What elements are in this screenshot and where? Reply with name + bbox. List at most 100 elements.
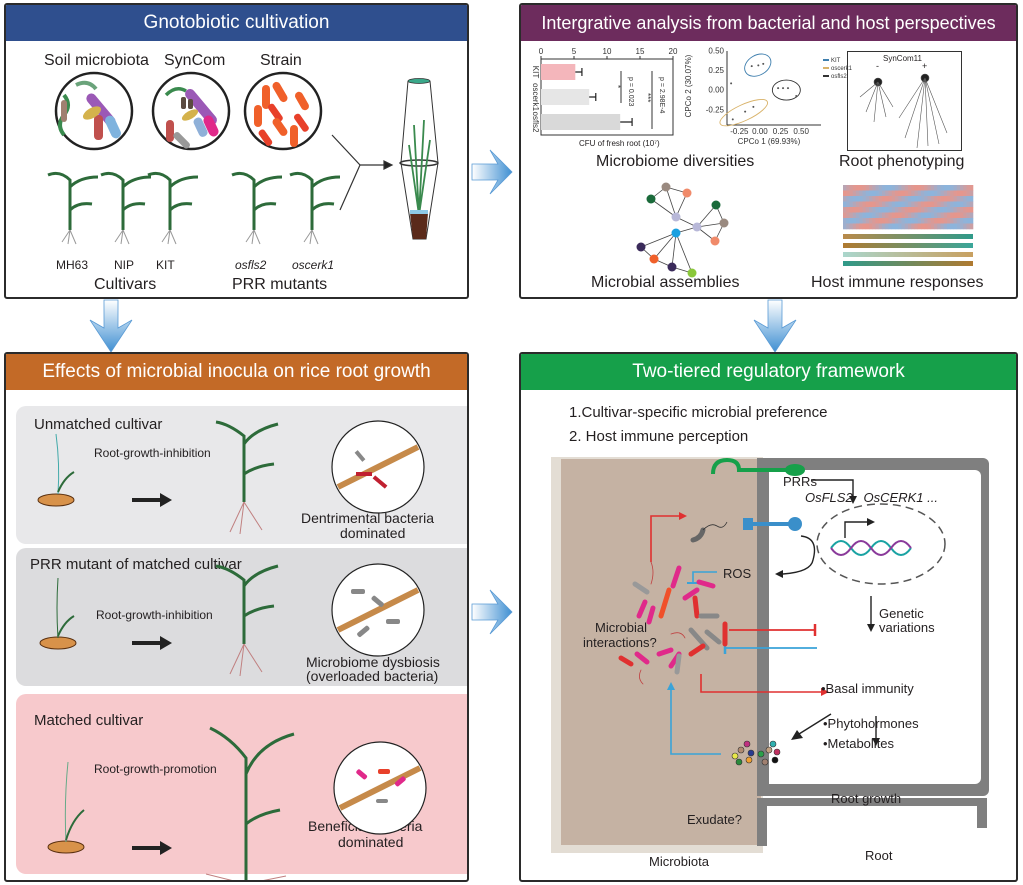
heatmap-cell [888, 212, 893, 219]
heatmap-cell [963, 201, 967, 208]
heatmap-cell [930, 207, 935, 213]
heatmap-cell [904, 196, 909, 202]
heatmap-cell [898, 223, 902, 230]
heatmap-cell [917, 196, 922, 202]
category-label: osfls2 [531, 112, 540, 133]
heatmap-cell [937, 218, 941, 224]
heatmap-cell [966, 218, 971, 224]
x-tick-label: 0.50 [793, 127, 809, 136]
cultivar-label-mh63: MH63 [56, 258, 89, 272]
blue-arrow-exudate [670, 690, 721, 755]
heatmap-cell [960, 212, 964, 219]
heatmap-cell [869, 218, 873, 224]
heatmap-cell [859, 190, 863, 197]
network-edge [665, 186, 677, 218]
heatmap-cell [917, 190, 922, 197]
heatmap-cell [904, 212, 909, 219]
root-label: Root [865, 848, 893, 863]
heatmap-cell [872, 223, 876, 230]
heatmap-cell [843, 201, 847, 208]
network-node [711, 200, 721, 210]
arrow-down-left [89, 299, 133, 353]
heatmap-cell [914, 207, 919, 213]
row-outcome-2: dominated [340, 525, 406, 541]
heatmap-cell [875, 190, 880, 197]
plant-icons [47, 171, 341, 245]
heatmap-cell [914, 185, 919, 191]
heatmap-cell [895, 190, 899, 197]
heatmap-cell [921, 212, 925, 219]
heatmap-cell [953, 212, 958, 219]
heatmap-cell [869, 223, 873, 230]
heatmap-cell [904, 223, 909, 230]
heatmap-cell [911, 218, 915, 224]
heatmap-cell [934, 196, 938, 202]
heatmap-cell [895, 223, 899, 230]
bar [541, 64, 576, 80]
heatmap-cell [882, 212, 886, 219]
heatmap-cell [924, 207, 928, 213]
heatmap-cell [960, 185, 964, 191]
heatmap-cell [895, 207, 899, 213]
heatmap-cell [940, 218, 945, 224]
heatmap-cell [849, 223, 854, 230]
heatmap-cell [917, 185, 922, 191]
heatmap-cell [960, 196, 964, 202]
heatmap-cell [878, 218, 883, 224]
soil-microbiota-circle [54, 71, 134, 151]
heatmap-cell [885, 207, 889, 213]
heatmap-cell [969, 207, 974, 213]
heatmap-cell [901, 212, 906, 219]
heatmap-cell [943, 223, 948, 230]
heatmap-cell [865, 201, 870, 208]
heatmap-cell [956, 212, 961, 219]
heatmap-cell [930, 185, 935, 191]
heatmap-cell [911, 207, 915, 213]
x-tick-label: 0 [539, 47, 544, 56]
heatmap-cell [849, 190, 854, 197]
heatmap-cell [914, 218, 919, 224]
heatmap-cell [885, 223, 889, 230]
heatmap-cell [901, 190, 906, 197]
heatmap-cell [898, 207, 902, 213]
bar-xlabel: CFU of fresh root (10⁷) [579, 139, 660, 148]
heatmap-cell [856, 196, 860, 202]
heatmap-cell [960, 223, 964, 230]
heatmap-cell [869, 207, 873, 213]
heatmap-cell [943, 207, 948, 213]
heatmap-cell [882, 185, 886, 191]
y-tick-label: 0.00 [708, 86, 724, 95]
heatmap-cell [947, 223, 951, 230]
plant-mh63 [47, 171, 99, 245]
heatmap-cell [859, 212, 863, 219]
bar [541, 114, 621, 130]
heatmap-cell [930, 190, 935, 197]
heatmap-cell [856, 223, 860, 230]
heatmap-cell [898, 196, 902, 202]
root-pheno-title: SynCom11 [883, 54, 922, 63]
heatmap-cell [901, 201, 906, 208]
row-outcome-1: Dentrimental bacteria [301, 510, 435, 526]
heatmap-cell [908, 223, 912, 230]
heatmap-cell [862, 196, 867, 202]
phytohormones-label: •Phytohormones [823, 716, 919, 731]
arrow-down-right [753, 299, 797, 353]
immune-heatmap [843, 185, 974, 266]
network-node [667, 262, 677, 272]
heatmap-cell [908, 218, 912, 224]
root-pheno-plus: + [922, 61, 928, 71]
heatmap-cell [930, 218, 935, 224]
heatmap-cell [943, 190, 948, 197]
heatmap-cell [846, 207, 850, 213]
heatmap-cell [898, 190, 902, 197]
heatmap-cell [846, 185, 850, 191]
heatmap-cell [885, 190, 889, 197]
heatmap-cell [908, 212, 912, 219]
root-pheno-minus: - [876, 61, 879, 71]
heatmap-cell [869, 185, 873, 191]
heatmap-cell [937, 185, 941, 191]
prr-receptor-cerk1 [743, 517, 802, 531]
microbiota-label: Microbiota [649, 854, 709, 869]
plant-oscerk1 [289, 171, 341, 245]
heatmap-cell [852, 212, 857, 219]
